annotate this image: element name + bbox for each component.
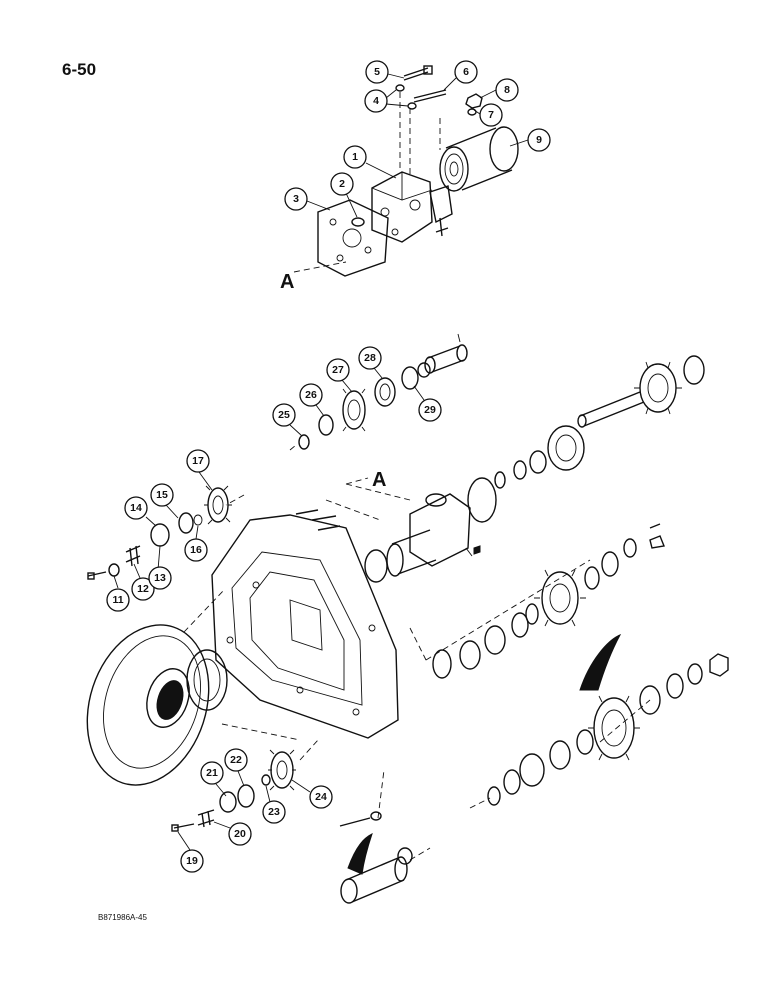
callout-label: 8 <box>504 84 510 96</box>
output-shaft <box>339 769 431 904</box>
callout-24: 24 <box>291 779 333 809</box>
callout-label: 17 <box>192 455 204 467</box>
idler-gear-lower <box>171 739 319 832</box>
callout-label: 2 <box>339 178 345 190</box>
callout-label: 1 <box>352 151 358 163</box>
callout-7: 7 <box>473 103 503 127</box>
callout-19: 19 <box>177 831 204 873</box>
callout-23: 23 <box>262 785 286 824</box>
callout-14: 14 <box>124 496 157 527</box>
callout-label: 25 <box>278 409 290 421</box>
callout-22: 22 <box>224 748 248 787</box>
oil-seal <box>186 649 228 711</box>
callout-28: 28 <box>358 346 383 379</box>
callout-label: 3 <box>293 193 299 205</box>
callout-label: 21 <box>206 767 218 779</box>
washer <box>395 84 405 92</box>
bolt <box>413 89 447 103</box>
callout-2: 2 <box>330 172 358 218</box>
callout-21: 21 <box>200 761 227 797</box>
callout-29: 29 <box>413 385 442 422</box>
pump-assembly <box>293 65 519 277</box>
nut <box>465 93 483 109</box>
callout-3: 3 <box>284 187 331 211</box>
callout-label: 13 <box>154 572 166 584</box>
reference-letter-a: A <box>372 469 386 491</box>
callout-20: 20 <box>213 821 252 846</box>
callout-label: 23 <box>268 806 280 818</box>
input-shaft <box>467 355 705 523</box>
callout-label: 4 <box>373 95 379 107</box>
o-ring <box>351 217 365 227</box>
callout-8: 8 <box>479 78 519 102</box>
callout-13: 13 <box>148 545 172 590</box>
callout-label: 15 <box>156 489 168 501</box>
callout-label: 28 <box>364 352 376 364</box>
flywheel-cover <box>86 624 210 786</box>
callout-6: 6 <box>443 60 478 91</box>
callout-label: 9 <box>536 134 542 146</box>
transmission-housing <box>211 509 399 739</box>
callout-27: 27 <box>326 358 353 393</box>
callout-5: 5 <box>365 60 405 84</box>
callout-25: 25 <box>272 403 303 437</box>
reference-letter-a: A <box>280 271 294 293</box>
callout-1: 1 <box>343 145 397 179</box>
callout-17: 17 <box>186 449 213 491</box>
callout-15: 15 <box>150 483 179 519</box>
idler-gear-upper <box>87 485 232 580</box>
callout-label: 27 <box>332 364 344 376</box>
callout-label: 11 <box>112 594 123 606</box>
mounting-plate <box>317 199 389 277</box>
callout-16: 16 <box>184 525 208 562</box>
filter-cartridge <box>439 126 519 192</box>
drawing-code: B871986A-45 <box>98 913 147 922</box>
callout-9: 9 <box>509 128 551 152</box>
callout-12: 12 <box>131 563 155 601</box>
callout-label: 7 <box>488 109 494 121</box>
callout-label: 29 <box>424 404 436 416</box>
callout-label: 5 <box>374 66 380 78</box>
callout-label: 26 <box>305 389 317 401</box>
callout-4: 4 <box>364 89 409 113</box>
callout-label: 22 <box>230 754 242 766</box>
countershaft <box>409 523 665 679</box>
callout-label: 14 <box>130 502 142 514</box>
washer <box>407 102 417 110</box>
callout-11: 11 <box>106 575 130 612</box>
washer <box>467 108 477 116</box>
callout-label: 6 <box>463 66 469 78</box>
clutch-hub <box>364 493 481 583</box>
page-number: 6-50 <box>62 60 97 79</box>
callout-group: 1 2 3 4 5 6 7 8 9 11 12 13 14 15 16 17 1… <box>106 60 551 873</box>
shaft-pin-upper <box>289 333 468 485</box>
output-gear-train <box>469 633 729 809</box>
callout-label: 20 <box>234 828 246 840</box>
callout-label: 19 <box>186 855 198 867</box>
callout-label: 16 <box>190 544 202 556</box>
callout-26: 26 <box>299 383 325 417</box>
callout-label: 12 <box>137 583 149 595</box>
callout-label: 24 <box>315 791 327 803</box>
